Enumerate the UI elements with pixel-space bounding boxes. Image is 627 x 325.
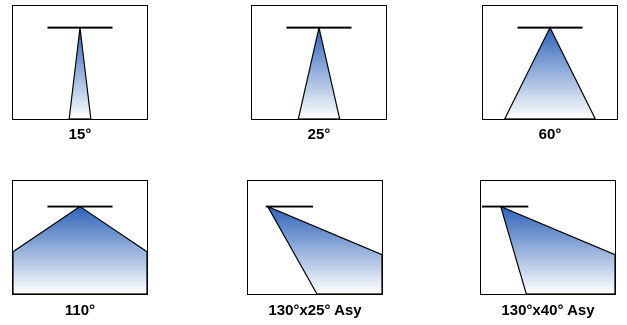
- beam-angle-label: 25°: [307, 126, 331, 143]
- beam-angle-label: 15°: [68, 126, 92, 143]
- beam-angle-label: 130°x40° Asy: [501, 302, 595, 319]
- beam-angle-label: 60°: [538, 126, 562, 143]
- beam-diagram-60: [482, 5, 618, 120]
- beam-angle-label: 110°: [64, 302, 96, 319]
- beam-diagram-110: [12, 180, 148, 295]
- beam-diagram-15: [12, 5, 148, 120]
- light-beam-cone: [13, 205, 147, 294]
- light-beam-cone: [68, 27, 92, 119]
- light-beam-cone: [499, 205, 615, 294]
- beam-diagram-130x25-asy: [247, 180, 383, 295]
- light-beam-cone: [266, 205, 382, 294]
- light-beam-cone: [297, 27, 341, 119]
- beam-angle-label: 130°x25° Asy: [268, 302, 362, 319]
- beam-diagram-130x40-asy: [480, 180, 616, 295]
- beam-diagram-25: [251, 5, 387, 120]
- light-beam-cone: [504, 26, 596, 119]
